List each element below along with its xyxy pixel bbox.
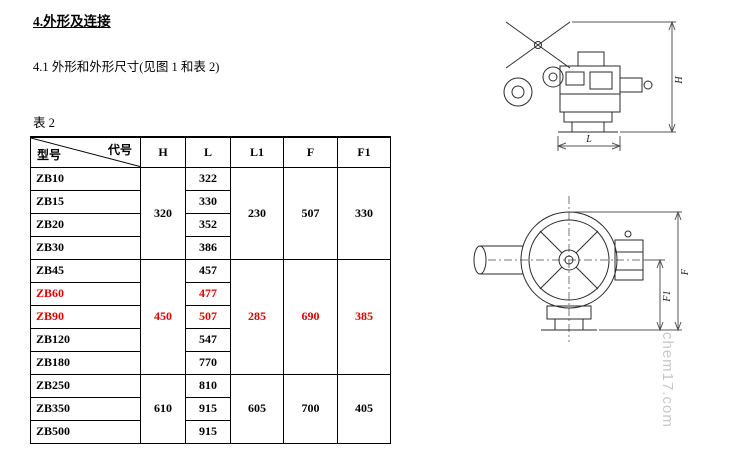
table-row: ZB60 477: [30, 281, 391, 306]
table-row: ZB120 547: [30, 327, 391, 352]
table-row: ZB180 770: [30, 350, 391, 375]
col-header-l: L: [185, 136, 231, 168]
l-cell: 507: [185, 304, 231, 329]
dimensions-table: 代号 型号 H L L1 F F1 ZB10 320 322 230 507 3…: [30, 136, 391, 444]
model-cell: ZB250: [30, 373, 141, 398]
corner-header-cell: 代号 型号: [30, 136, 141, 168]
l-cell: 915: [185, 419, 231, 444]
flange-front: [541, 305, 597, 331]
l-cell: 386: [185, 235, 231, 260]
actuator-body-side: [503, 51, 653, 133]
f1-cell: 330: [337, 166, 391, 260]
f-cell: 690: [283, 258, 338, 375]
table-row: ZB10 320 322 230 507 330: [30, 166, 391, 260]
table-row: ZB90 507: [30, 304, 391, 329]
l-cell: 547: [185, 327, 231, 352]
model-cell: ZB180: [30, 350, 141, 375]
handwheel-side: [505, 21, 571, 69]
model-cell: ZB30: [30, 235, 141, 260]
dimension-F1: F1: [645, 258, 673, 332]
table-row: ZB45 450 457 285 690 385: [30, 258, 391, 375]
dim-label-h: H: [674, 76, 685, 85]
terminal-box-front: [614, 230, 644, 281]
l1-cell: 230: [230, 166, 284, 260]
h-cell: 320: [140, 166, 186, 260]
h-cell: 450: [140, 258, 186, 375]
l-cell: 352: [185, 212, 231, 237]
model-cell: ZB120: [30, 327, 141, 352]
centerlines: [488, 196, 664, 342]
diagonal-line: [31, 138, 140, 166]
model-cell: ZB20: [30, 212, 141, 237]
table-row: ZB350 915: [30, 396, 391, 421]
l1-cell: 285: [230, 258, 284, 375]
model-cell: ZB45: [30, 258, 141, 283]
table-caption: 表 2: [33, 116, 55, 130]
dimension-F: F: [572, 210, 691, 332]
section-title: 4.外形及连接: [33, 14, 111, 29]
corner-label-daihao: 代号: [107, 143, 132, 157]
col-header-f1: F1: [337, 136, 391, 168]
col-header-f: F: [283, 136, 338, 168]
motor-front: [473, 245, 523, 275]
f1-cell: 385: [337, 258, 391, 375]
l-cell: 915: [185, 396, 231, 421]
f-cell: 700: [283, 373, 338, 444]
l-cell: 810: [185, 373, 231, 398]
l1-cell: 605: [230, 373, 284, 444]
actuator-front-view-drawing: F F1: [473, 196, 691, 342]
section-subtitle: 4.1 外形和外形尺寸(见图 1 和表 2): [33, 60, 220, 74]
dimension-H: H: [572, 20, 685, 134]
f-cell: 507: [283, 166, 338, 260]
col-header-l1: L1: [230, 136, 284, 168]
l-cell: 330: [185, 189, 231, 214]
handwheel-front: [520, 211, 618, 309]
h-cell: 610: [140, 373, 186, 444]
actuator-side-view-drawing: H L: [503, 20, 685, 151]
model-cell: ZB350: [30, 396, 141, 421]
corner-label-xinghao: 型号: [37, 147, 62, 162]
l-cell: 477: [185, 281, 231, 306]
header-row: 代号 型号 H L L1 F F1: [30, 136, 391, 168]
table-row: ZB250 610 810 605 700 405: [30, 373, 391, 444]
model-cell: ZB60: [30, 281, 141, 306]
table-row: ZB500 915: [30, 419, 391, 444]
model-cell: ZB90: [30, 304, 141, 329]
l-cell: 770: [185, 350, 231, 375]
model-cell: ZB10: [30, 166, 141, 191]
l-cell: 322: [185, 166, 231, 191]
dim-label-f1: F1: [662, 290, 673, 302]
watermark-text: chem17.com: [659, 332, 676, 428]
l-cell: 457: [185, 258, 231, 283]
col-header-h: H: [140, 136, 186, 168]
dim-label-l: L: [585, 134, 592, 145]
f1-cell: 405: [337, 373, 391, 444]
model-cell: ZB15: [30, 189, 141, 214]
table-row: ZB30 386: [30, 235, 391, 260]
model-cell: ZB500: [30, 419, 141, 444]
dim-label-f: F: [680, 268, 691, 276]
dimension-L: L: [556, 134, 622, 151]
